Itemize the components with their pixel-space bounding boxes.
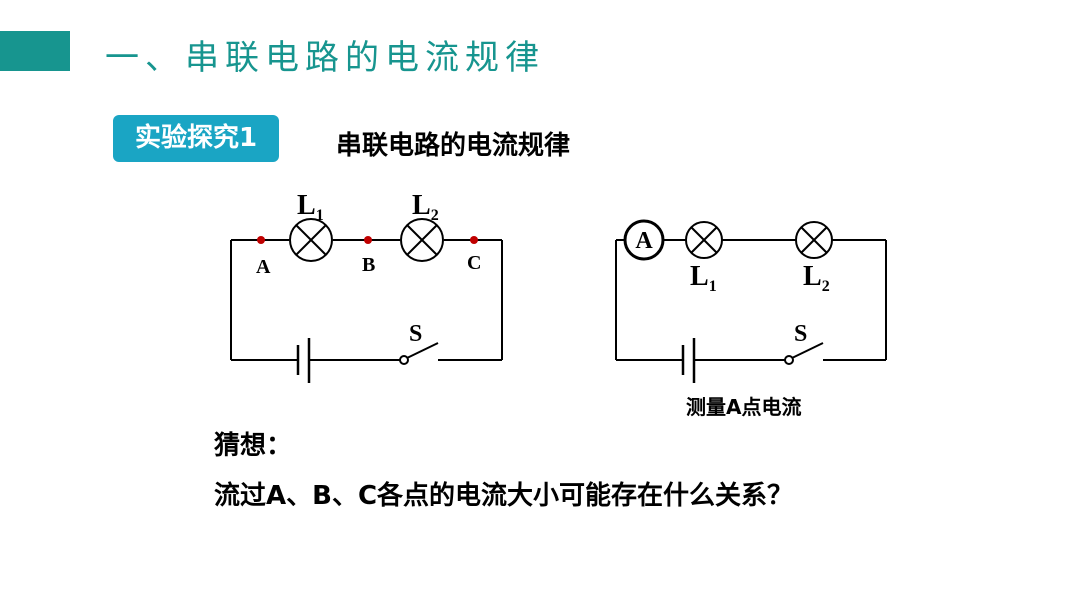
title-accent-bar [0, 31, 70, 71]
right-switch-label: S [794, 321, 807, 347]
right-lamp2-cross-b [800, 226, 828, 254]
ammeter-circle [623, 219, 665, 261]
left-circuit [230, 218, 503, 383]
right-switch-pivot [784, 355, 794, 365]
right-lamp1-cross-b [690, 226, 718, 254]
question-text: 流过A、B、C各点的电流大小可能存在什么关系？ [214, 481, 794, 511]
left-switch-pivot [399, 355, 409, 365]
point-a-label: A [256, 256, 271, 278]
point-a-dot [257, 236, 265, 244]
right-lamp2-label: L2 [803, 261, 830, 295]
right-circuit [615, 219, 887, 383]
left-lamp1-label: L1 [297, 190, 324, 224]
left-switch-label: S [409, 321, 422, 347]
point-c-dot [470, 236, 478, 244]
experiment-badge: 实验探究1 [113, 115, 279, 162]
point-b-dot [364, 236, 372, 244]
point-c-label: C [467, 252, 481, 274]
right-switch-blade [791, 342, 824, 359]
left-lamp1-cross-b [295, 224, 327, 256]
right-circuit-caption: 测量A点电流 [686, 395, 801, 419]
left-lamp2-cross-b [406, 224, 438, 256]
right-lamp1-label: L1 [690, 261, 717, 295]
guess-label: 猜想： [214, 431, 293, 461]
point-b-label: B [362, 254, 375, 276]
left-switch-blade [406, 342, 439, 359]
left-lamp2-label: L2 [412, 190, 439, 224]
experiment-title: 串联电路的电流规律 [336, 131, 571, 161]
ammeter-label: A [635, 228, 653, 254]
slide-title: 一、串联电路的电流规律 [105, 38, 545, 78]
